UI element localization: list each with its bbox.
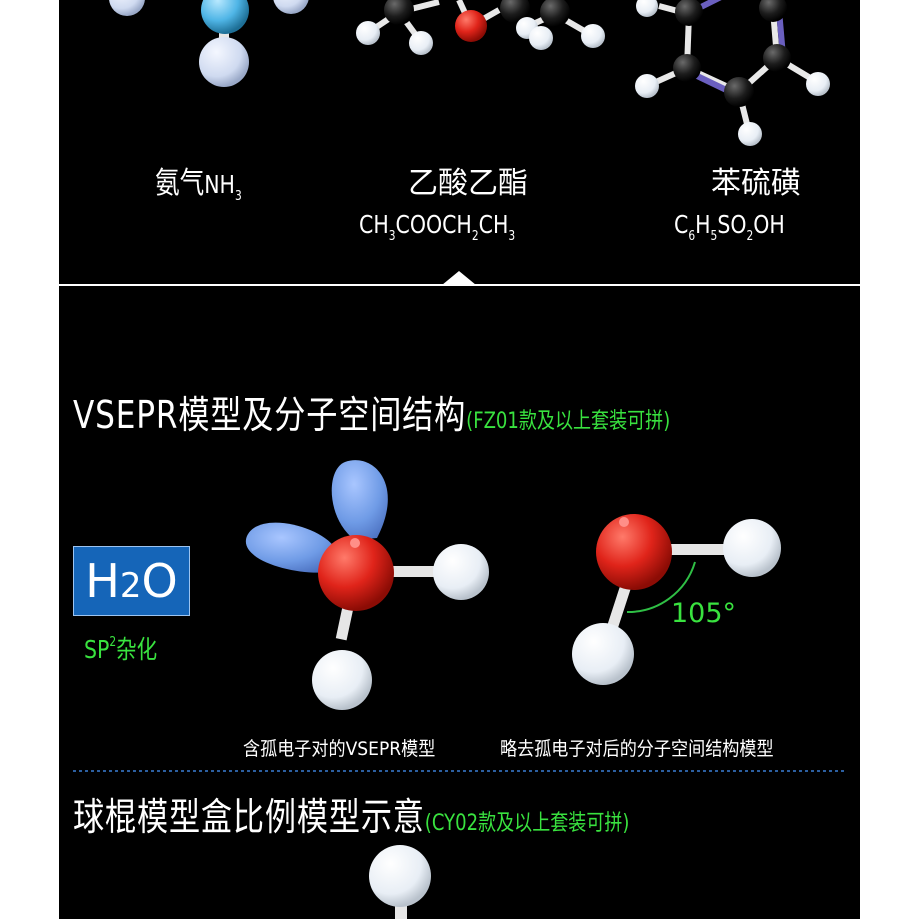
benzenesulfonic-model (635, 0, 830, 146)
benzenesulfonic-formula-text-6: OH (753, 210, 785, 239)
ammonia-label: 氨气NH3 (155, 166, 242, 204)
benzenesulfonic-name: 苯硫磺 (711, 166, 801, 201)
caption-geometry-model: 略去孤电子对后的分子空间结构模型 (500, 738, 774, 760)
hybridization-label: SP2杂化 (84, 635, 158, 664)
ethyl-acetate-formula-text-0: CH (359, 210, 389, 239)
ethyl-acetate-formula-subscript-5: 3 (508, 229, 516, 244)
ethyl-acetate-formula-text-4: CH (478, 210, 509, 239)
vsepr-title: VSEPR模型及分子空间结构 (73, 393, 467, 437)
benzenesulfonic-formula-text-4: SO (717, 210, 747, 239)
ball-stick-note: (CY02款及以上套装可拼) (424, 811, 630, 836)
vsepr-heading: VSEPR模型及分子空间结构(FZ01款及以上套装可拼) (73, 384, 801, 439)
vsepr-model-illustration (245, 460, 489, 710)
ethyl-acetate-name: 乙酸乙酯 (408, 166, 528, 201)
ball-stick-title: 球棍模型盒比例模型示意 (73, 795, 425, 839)
benzenesulfonic-formula: C6H5SO2OH (674, 210, 809, 244)
section-divider (59, 271, 860, 286)
vsepr-note: (FZ01款及以上套装可拼) (466, 409, 671, 434)
ethyl-acetate-formula-subscript-1: 3 (388, 229, 396, 244)
ethyl-acetate-formula-subscript-3: 2 (471, 229, 479, 244)
benzenesulfonic-formula-subscript-3: 5 (710, 229, 718, 244)
ethyl-acetate-formula-text-2: COOCH (395, 210, 472, 239)
benzenesulfonic-formula-subscript-5: 2 (746, 229, 754, 244)
benzenesulfonic-formula-subscript-1: 6 (688, 229, 696, 244)
ball-stick-heading: 球棍模型盒比例模型示意(CY02款及以上套装可拼) (73, 786, 752, 841)
ethyl-acetate-model (356, 0, 605, 55)
bond-angle-label: 105° (671, 598, 737, 629)
ammonia-model (109, 0, 309, 87)
geometry-model-illustration (572, 514, 781, 685)
benzenesulfonic-formula-text-0: C (674, 210, 689, 239)
molecule-illustrations (59, 0, 860, 919)
benzenesulfonic-formula-text-2: H (695, 210, 711, 239)
caption-vsepr-model: 含孤电子对的VSEPR模型 (243, 738, 436, 760)
product-panel: 氨气NH3 乙酸乙酯 CH3COOCH2CH3 苯硫磺 C6H5SO2OH VS… (59, 0, 860, 919)
h2o-label-box: H2O (73, 546, 190, 616)
ethyl-acetate-formula: CH3COOCH2CH3 (359, 210, 549, 244)
ball-stick-preview (369, 845, 431, 919)
